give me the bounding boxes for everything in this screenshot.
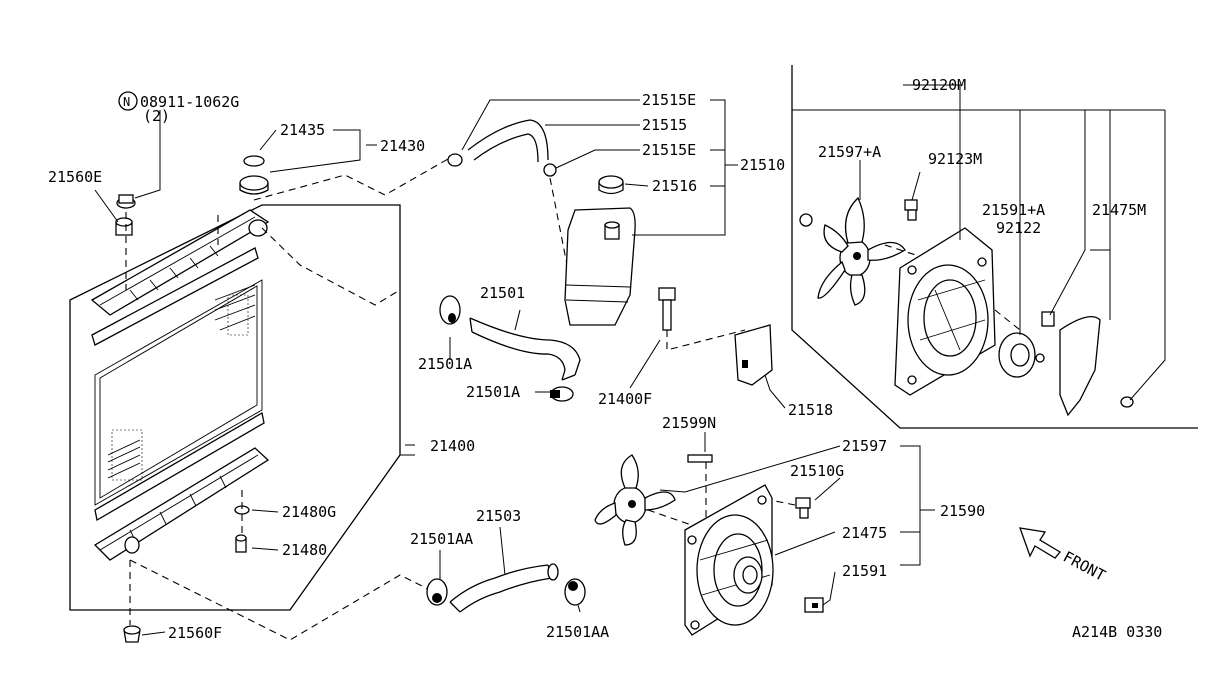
mount-bolt — [116, 194, 136, 209]
label-21591: 21591 — [842, 562, 887, 580]
hose-clip-lower — [543, 163, 557, 177]
reservoir-cap — [598, 175, 624, 195]
lower-fan-shroud — [684, 484, 774, 636]
reservoir-tank — [564, 207, 636, 326]
cap-seal — [243, 155, 265, 167]
lower-shroud-screw — [795, 497, 811, 519]
lower-mount-bushing — [123, 625, 141, 643]
label-21510: 21510 — [740, 156, 785, 174]
label-front: FRONT — [1060, 548, 1108, 585]
drain-plug — [235, 534, 247, 553]
label-21590: 21590 — [940, 502, 985, 520]
lower-hose-clamp-a — [426, 578, 448, 606]
label-92123M: 92123M — [928, 150, 982, 168]
motor-connector — [804, 597, 824, 613]
upper-shroud-screw — [904, 199, 918, 221]
lower-radiator-hose — [449, 564, 553, 613]
label-21501A-a: 21501A — [418, 355, 472, 373]
label-21516: 21516 — [652, 177, 697, 195]
upper-mount-bushing — [115, 217, 133, 236]
label-21503: 21503 — [476, 507, 521, 525]
front-arrow-icon — [1019, 527, 1061, 559]
label-21560F: 21560F — [168, 624, 222, 642]
label-21400F: 21400F — [598, 390, 652, 408]
radiator-cap — [239, 175, 269, 195]
fan-spacer — [687, 454, 713, 463]
upper-fan-nut — [799, 213, 813, 227]
label-21515E-top: 21515E — [642, 91, 696, 109]
label-21510G: 21510G — [790, 462, 844, 480]
label-21560E: 21560E — [48, 168, 102, 186]
label-21515: 21515 — [642, 116, 687, 134]
label-92122: 92122 — [996, 219, 1041, 237]
label-21480: 21480 — [282, 541, 327, 559]
label-21515E-mid: 21515E — [642, 141, 696, 159]
reservoir-bracket — [734, 324, 773, 386]
label-21400: 21400 — [430, 437, 475, 455]
core-fins — [107, 284, 256, 481]
label-21597A: 21597+A — [818, 143, 881, 161]
label-08911-1062G: 08911-1062G — [140, 93, 239, 111]
label-21518: 21518 — [788, 401, 833, 419]
fan-assembly-box — [791, 65, 1198, 429]
leader-lines — [94, 84, 1166, 636]
lower-hose-clamp-b — [564, 578, 586, 606]
bolt-n-mark: N — [123, 95, 130, 109]
upper-hose-clamp-b — [550, 386, 574, 402]
bracket-bolt — [658, 287, 676, 331]
lower-fan-motor — [733, 556, 763, 594]
label-21597: 21597 — [842, 437, 887, 455]
upper-fan-blade — [817, 196, 906, 306]
upper-shroud-bracket — [1041, 311, 1101, 417]
label-21480G: 21480G — [282, 503, 336, 521]
overflow-hose — [467, 119, 549, 163]
label-92120M: 92120M — [912, 76, 966, 94]
label-21501A-b: 21501A — [466, 383, 520, 401]
upper-fan-motor — [998, 332, 1036, 378]
part-labels: N 08911-1062G (2) 21435 21430 21560E 215… — [48, 76, 1162, 642]
hose-clip-upper — [447, 153, 463, 167]
label-bolt-qty: (2) — [143, 107, 170, 125]
upper-hose-clamp-a — [439, 295, 461, 325]
label-21501: 21501 — [480, 284, 525, 302]
label-21475M: 21475M — [1092, 201, 1146, 219]
label-21591A: 21591+A — [982, 201, 1045, 219]
radiator-core — [69, 204, 401, 611]
label-21435: 21435 — [280, 121, 325, 139]
label-21501AA-a: 21501AA — [410, 530, 473, 548]
label-ref-code: A214B 0330 — [1072, 623, 1162, 641]
label-21599N: 21599N — [662, 414, 716, 432]
label-21501AA-b: 21501AA — [546, 623, 609, 641]
label-21475: 21475 — [842, 524, 887, 542]
upper-radiator-hose — [469, 317, 581, 381]
lower-fan-blade — [594, 454, 676, 546]
label-21430: 21430 — [380, 137, 425, 155]
upper-fan-shroud — [894, 227, 996, 396]
